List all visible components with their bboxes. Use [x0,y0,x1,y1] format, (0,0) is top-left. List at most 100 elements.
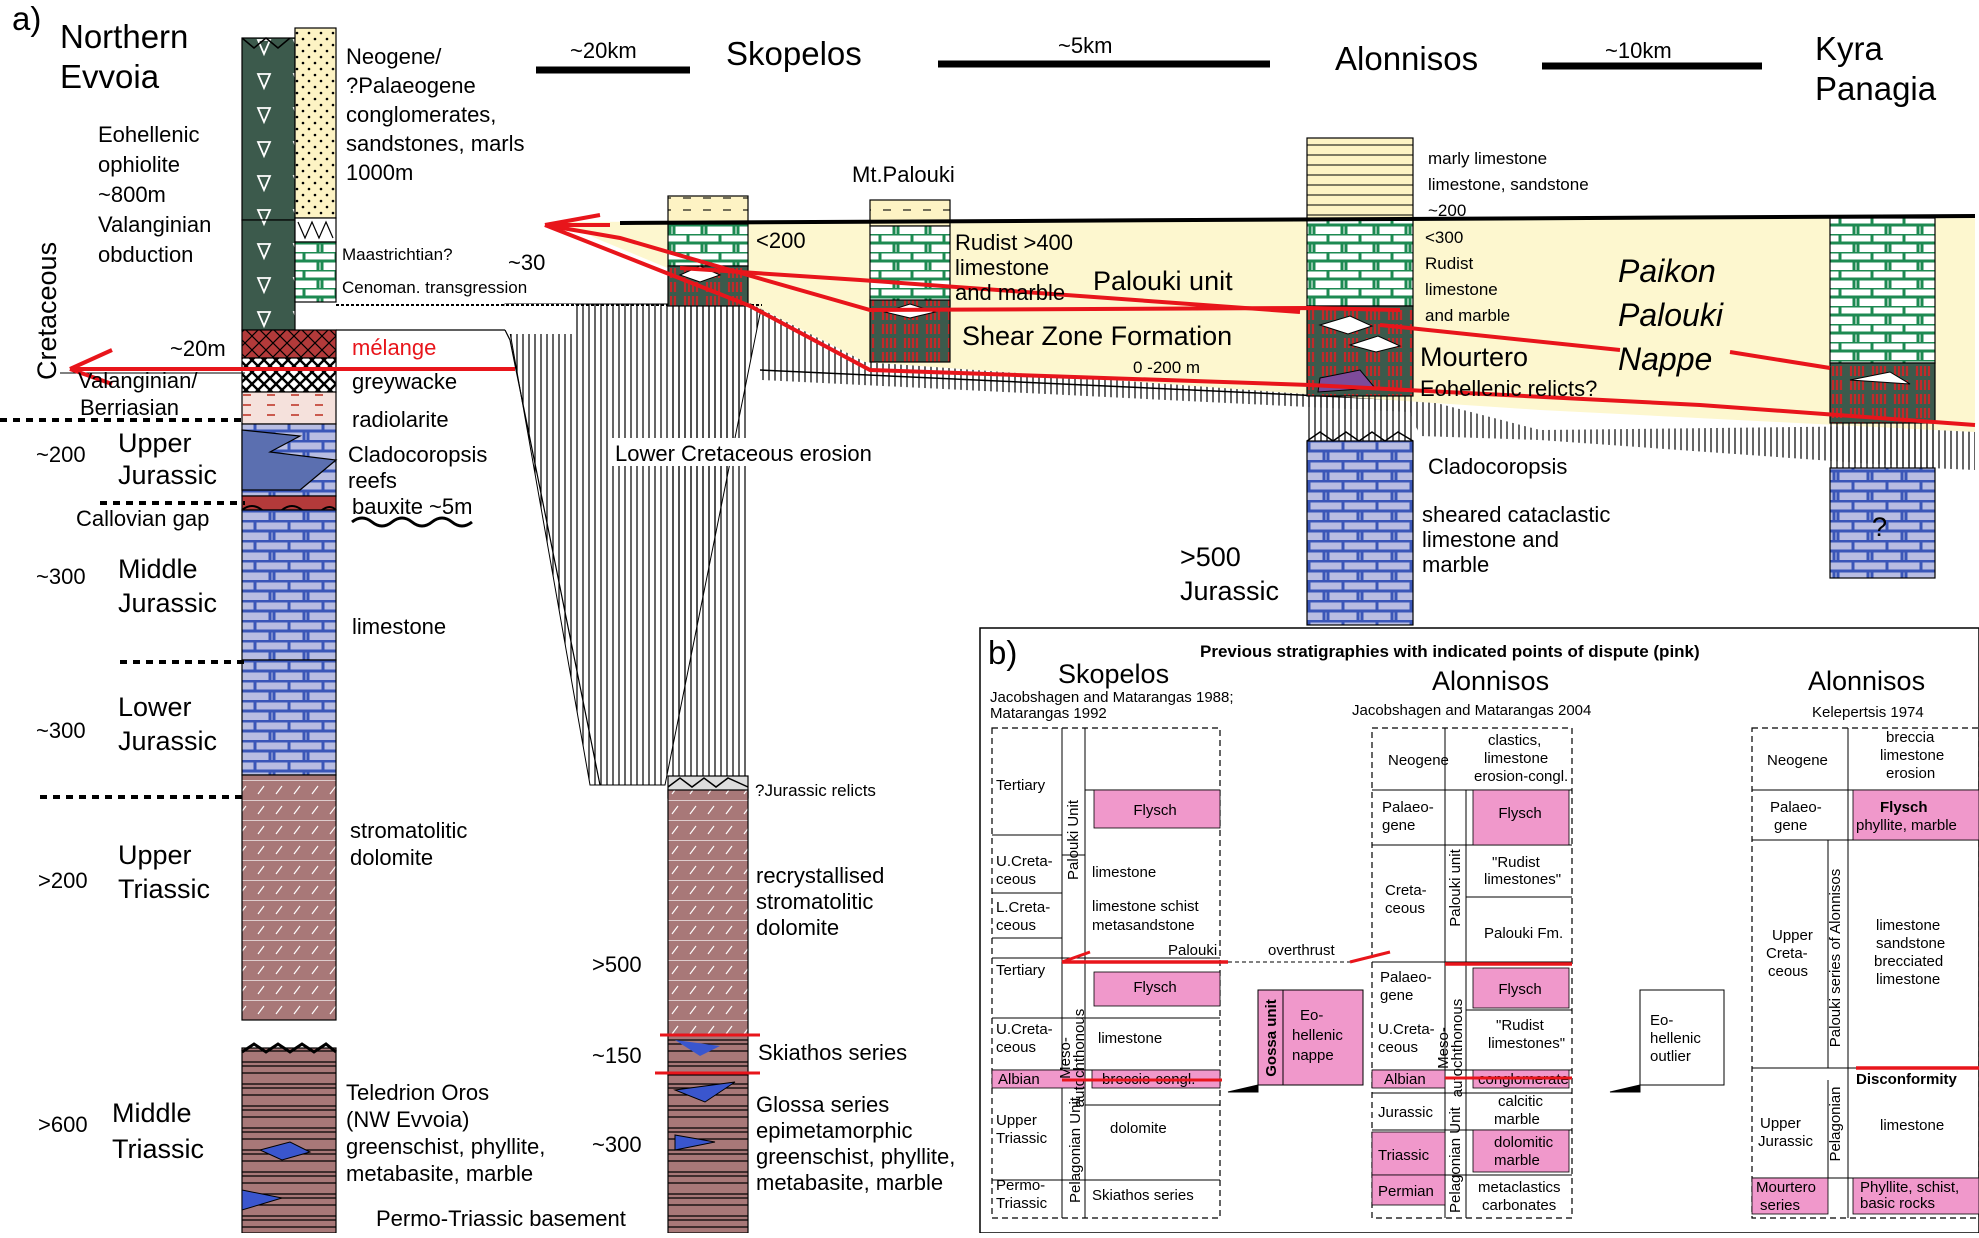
age-cell: Upper [1772,927,1813,944]
upper-triassic-dolomite [242,775,336,1020]
age-cell: Neogene [1767,752,1828,769]
kyra-rudist-limestone [1830,218,1935,363]
lithology-cell: marble [1494,1111,1540,1128]
age-cell: Albian [998,1071,1040,1088]
bauxite-label: bauxite ~5m [352,494,472,519]
gossa-label: Gossa unit [1263,999,1280,1077]
glossa-label: epimetamorphic [756,1118,913,1143]
lithology-cell: Flysch [1133,979,1176,996]
nappe-label: Paikon [1618,253,1716,289]
erosion-label: Lower Cretaceous erosion [615,441,872,466]
neogene-label: sandstones, marls [346,131,525,156]
thickness-label: >500 [1180,542,1241,572]
lithology-cell: Disconformity [1856,1071,1958,1088]
location-alonnisos: Alonnisos [1335,40,1478,77]
lithology-cell: Flysch [1133,802,1176,819]
age-cell: gene [1382,817,1415,834]
thickness-label: <200 [756,228,806,253]
mourtero-label: Mourtero [1420,342,1528,372]
sheared-label: sheared cataclastic [1422,502,1610,527]
lithology-cell: dolomite [1110,1120,1167,1137]
glossa-label: greenschist, phyllite, [756,1144,955,1169]
source-label: Jacobshagen and Matarangas 1988; [990,689,1234,706]
age-cell: ceous [996,917,1036,934]
gossa-label: hellenic [1292,1027,1343,1044]
melange-unit [242,330,336,358]
rudist-label: and marble [955,280,1065,305]
stromatolitic-label: dolomite [350,845,433,870]
alonnisos-rudist-limestone [1307,220,1413,306]
teledrion-label: greenschist, phyllite, [346,1134,545,1159]
skopelos-rudist-limestone [668,224,748,266]
age-label: Middle [112,1098,192,1128]
lithology-cell: "Rudist [1492,854,1541,871]
location-skopelos: Skopelos [726,35,862,72]
sheared-label: limestone and [1422,527,1559,552]
age-label: Upper [118,840,192,870]
thickness-label: ~20m [170,336,226,361]
age-cell: U.Creta- [996,1021,1053,1038]
distance-label: ~5km [1058,33,1112,58]
age-cell: Triassic [1378,1147,1430,1164]
middle-jurassic-limestone [242,510,336,660]
maastrichtian-label: Maastrichtian? [342,245,453,264]
lithology-cell: Skiathos series [1092,1187,1194,1204]
thickness-label: ~200 [36,442,86,467]
cenomanian-limestone [295,242,336,302]
lithology-cell: limestones" [1488,1035,1565,1052]
eohellenic-relicts-label: Eohellenic relicts? [1420,376,1597,401]
age-cell: Neogene [1388,752,1449,769]
ophiolite-lower [242,220,295,330]
melange-label: mélange [352,335,436,360]
age-cell: ceous [1378,1039,1418,1056]
erosion-cap [505,304,575,334]
lithology-cell: Palouki Fm. [1484,925,1563,942]
glossa-label: metabasite, marble [756,1170,943,1195]
panel-a-label: a) [12,0,41,37]
glossa-label: Glossa series [756,1092,889,1117]
age-cell: gene [1774,817,1807,834]
lithology-cell: sandstone [1876,935,1945,952]
age-cell: Tertiary [996,777,1046,794]
recrystallised-label: recrystallised [756,863,884,888]
lithology-cell: metaclastics [1478,1179,1561,1196]
wavy-unconformity [352,518,472,526]
thickness-label: ~300 [36,718,86,743]
unit-label: Pelagonian [1827,1086,1844,1161]
age-cell: Mourtero [1756,1179,1816,1196]
age-cell: Albian [1384,1071,1426,1088]
kyra-erosion [1830,423,1935,468]
age-cell: Palaeo- [1770,799,1822,816]
mt-palouki-label: Mt.Palouki [852,162,955,187]
panel-b-title: Previous stratigraphies with indicated p… [1200,642,1700,661]
neogene-conglomerate [295,28,336,218]
cladocoropsis-label: reefs [348,468,397,493]
lithology-cell: erosion-congl. [1474,768,1568,785]
age-cell: series [1760,1197,1800,1214]
stromatolitic-label: stromatolitic [350,818,467,843]
age-cell: L.Creta- [996,899,1050,916]
lithology-cell: "Rudist [1496,1017,1545,1034]
rudist-label: Rudist [1425,254,1473,273]
cenomanian-label: Cenoman. transgression [342,278,527,297]
lithology-cell: erosion [1886,765,1935,782]
location-northern-evvoia: Northern [60,18,188,55]
age-cell: U.Creta- [1378,1021,1435,1038]
neogene-label: conglomerates, [346,102,496,127]
lithology-cell: limestone [1098,1030,1162,1047]
age-cell: Creta- [1385,882,1427,899]
distance-label: ~20km [570,38,637,63]
age-label: Lower [118,692,192,722]
ophiolite-unit [242,38,295,220]
jurassic-relicts-label: ?Jurassic relicts [755,781,876,800]
unit-label: autochthonous [1071,1009,1088,1107]
age-cell: Creta- [1766,945,1808,962]
location-kyra-panagia: Kyra [1815,30,1884,67]
thickness-label: ~150 [592,1043,642,1068]
source-label: Jacobshagen and Matarangas 2004 [1352,702,1591,719]
age-cell: ceous [1385,900,1425,917]
overthrust-label: Palouki [1168,942,1217,959]
outlier-label: hellenic [1650,1030,1701,1047]
skopelos-heading: Skopelos [1058,659,1169,689]
